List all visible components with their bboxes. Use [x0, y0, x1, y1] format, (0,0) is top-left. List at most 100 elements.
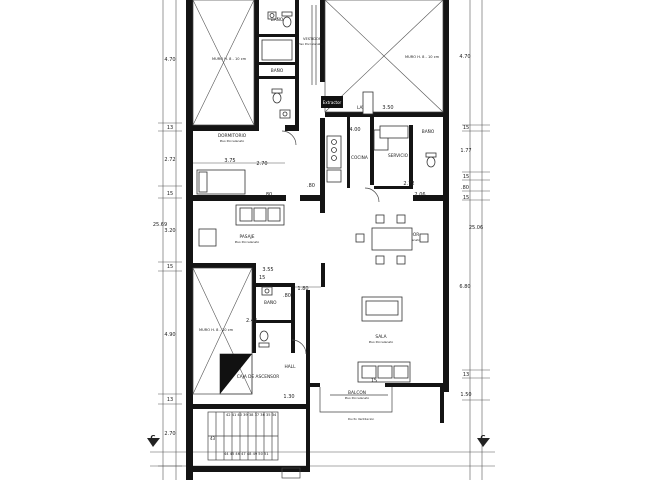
dim-label: 3.55	[262, 267, 273, 273]
dim-label: .80	[461, 185, 469, 191]
room-living: SALA Piso Porcelanato 1.80	[295, 286, 411, 383]
room-hall: PASAJE Piso Porcelanato	[198, 204, 285, 247]
dim-label: 6.80	[459, 284, 470, 290]
room-floor: Piso Porcelanato	[298, 42, 323, 46]
dim-label: 15	[259, 275, 265, 281]
dim-label: .80	[283, 293, 291, 299]
dim-label: 13	[167, 397, 173, 403]
room-floor: Piso Porcelanato	[220, 139, 245, 143]
walls	[186, 0, 449, 480]
dim-label: 2.72	[403, 181, 414, 187]
room-bath-lower: BAÑO 15 .80 2.43	[246, 275, 291, 348]
room-label: SERVICIO	[388, 153, 409, 159]
stove-icon	[326, 135, 342, 169]
room-label: BAÑO	[271, 16, 284, 23]
toilet-icon	[425, 152, 437, 168]
room-bedroom-left: DORMITORIO Piso Porcelanato 3.75 2.70 .8…	[193, 130, 315, 195]
dim-label: 25.69	[153, 222, 167, 228]
bathtub-icon	[261, 39, 293, 61]
room-service: SERVICIO 2.72 2.06	[379, 125, 426, 198]
room-bedroom-main: MURO H. 8 - 10 cm	[324, 0, 444, 113]
room-bedroom-lower: MURO H. 8 - 10 cm	[192, 267, 253, 395]
dim-label: 15	[463, 174, 469, 180]
room-label: BALCON	[348, 390, 366, 396]
extractor-box: Extractor	[321, 96, 343, 108]
dim-label: 15	[371, 378, 377, 384]
dim-label: 4.70	[459, 54, 470, 60]
dim-label: 2.70	[164, 431, 175, 437]
toilet-icon	[271, 88, 283, 104]
right-dimension-lines	[462, 0, 490, 480]
room-stair: CAJA DE ASCENSOR	[219, 353, 279, 395]
room-label: HALL	[285, 364, 297, 370]
sink-icon	[279, 109, 291, 119]
svg-text:Extractor: Extractor	[323, 100, 342, 105]
room-label: MURO H. 8 - 10 cm	[212, 57, 247, 61]
door-swing-icon	[281, 130, 297, 146]
dim-label: 1.80	[297, 286, 308, 292]
dim-label: 13	[167, 125, 173, 131]
dim-label: 13	[463, 372, 469, 378]
room-bathroom-1: BAÑO	[267, 11, 293, 28]
fridge-icon	[326, 169, 342, 183]
dim-label: 15	[463, 125, 469, 131]
room-bath-service: BAÑO	[422, 128, 437, 168]
sofa-icon	[361, 296, 403, 322]
dim-label: 1.77	[460, 148, 471, 154]
dim-label: 1.30	[283, 394, 294, 400]
svg-text:C: C	[150, 434, 155, 442]
door-swing-icon	[364, 187, 380, 203]
room-floor: Piso Porcelanato	[345, 396, 370, 400]
door-swing-icon	[291, 339, 307, 355]
room-bathroom-2: BAÑO	[261, 39, 293, 119]
dim-label: 25.06	[469, 225, 483, 231]
stair-number: 43	[210, 436, 216, 441]
room-label: LAV.	[357, 105, 366, 111]
room-label: BAÑO	[422, 128, 435, 135]
room-floor: Piso Porcelanato	[235, 240, 260, 244]
room-label: MURO H. 8 - 10 cm	[405, 55, 440, 59]
dim-label: 3.20	[164, 228, 175, 234]
dim-label: 2.72	[164, 157, 175, 163]
dim-label: 3.50	[382, 105, 393, 111]
toilet-icon	[281, 11, 293, 28]
toilet-icon	[258, 330, 270, 348]
left-dimension-lines	[158, 0, 182, 480]
dim-label: 4.70	[164, 57, 175, 63]
sink-icon	[261, 286, 273, 296]
bed-icon	[379, 125, 409, 139]
dim-label: 15	[463, 195, 469, 201]
stair-numbers: 42 41 40 39 38 37 36 35 34	[226, 413, 277, 417]
room-label: BAÑO	[264, 299, 277, 306]
room-lobby: HALL 1.30	[283, 339, 307, 400]
room-bedroom-top-left: MURO H. 8 - 10 cm	[192, 0, 255, 126]
room-label: BAÑO	[271, 67, 284, 74]
sofa-icon	[357, 361, 411, 383]
dim-label: 4.00	[349, 127, 360, 133]
section-marker-right: C	[477, 434, 490, 447]
dim-label: 2.43	[246, 318, 257, 324]
right-dimension-labels: 4.70 15 1.77 15 .80 15 25.06 6.80 13 1.5…	[459, 54, 483, 398]
dim-label: 2.70	[256, 161, 267, 167]
stairs: 42 41 40 39 38 37 36 35 34 44 45 46 47 4…	[207, 411, 301, 479]
room-label: DORMITORIO	[218, 133, 247, 139]
dim-label: 3.75	[224, 158, 235, 164]
dim-label: 80	[266, 192, 272, 198]
stair-numbers: 44 45 46 47 48 49 50 51	[224, 452, 269, 456]
armchair-icon	[198, 228, 217, 247]
room-dressing: VESTIDOR Piso Porcelanato	[298, 5, 323, 85]
section-marker-left: C	[147, 434, 160, 447]
vent-label: Ducto Ventilacion	[348, 417, 374, 421]
washer-icon	[362, 91, 374, 115]
svg-text:C: C	[480, 434, 485, 442]
room-dining: COMEDOR Piso Porcelanato	[355, 187, 429, 265]
dim-label: 2.06	[414, 192, 425, 198]
dim-label: .80	[307, 183, 315, 189]
dim-label: 15	[167, 191, 173, 197]
room-balcony: BALCON Piso Porcelanato Ducto Ventilacio…	[319, 378, 393, 421]
room-label: PASAJE	[240, 234, 255, 240]
bed-icon	[196, 169, 246, 195]
room-floor: Piso Porcelanato	[369, 340, 394, 344]
room-label: SALA	[375, 334, 386, 340]
